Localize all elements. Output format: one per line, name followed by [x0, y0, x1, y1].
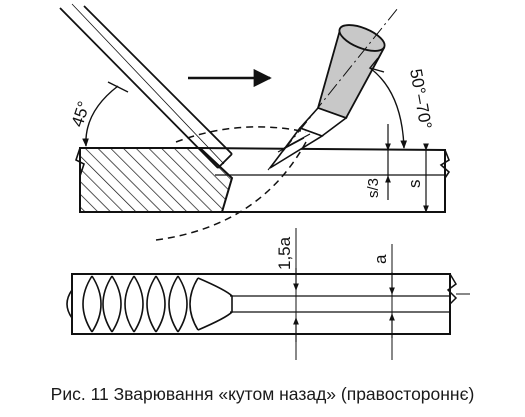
torch-icon	[269, 24, 386, 169]
filler-rod	[59, 3, 233, 169]
section-view: 45° 50°–70° s s/3	[59, 3, 451, 241]
depth-fraction-label: s/3	[365, 178, 382, 198]
flame-curve-upper	[175, 126, 307, 143]
plan-view: 1,5a a	[66, 228, 470, 360]
weld-metal-section	[79, 147, 234, 213]
welding-diagram: 45° 50°–70° s s/3	[59, 3, 470, 360]
rod-angle-arc	[82, 85, 119, 147]
break-mark-right	[439, 149, 451, 212]
width-small-label: a	[371, 254, 390, 264]
figure-caption: Рис. 11 Зварювання «кутом назад» (правос…	[50, 383, 475, 404]
break-mark-left	[75, 147, 85, 212]
plate-plan	[71, 273, 451, 335]
width-large-label: 1,5a	[275, 236, 294, 270]
flame-curve-lower	[155, 141, 307, 241]
weld-bead	[66, 275, 233, 333]
torch-angle-label: 50°–70°	[406, 67, 435, 130]
torch-axis	[267, 7, 399, 171]
rod-angle-label: 45°	[68, 99, 94, 129]
thickness-label: s	[405, 180, 424, 189]
torch-angle-arc	[369, 67, 408, 149]
